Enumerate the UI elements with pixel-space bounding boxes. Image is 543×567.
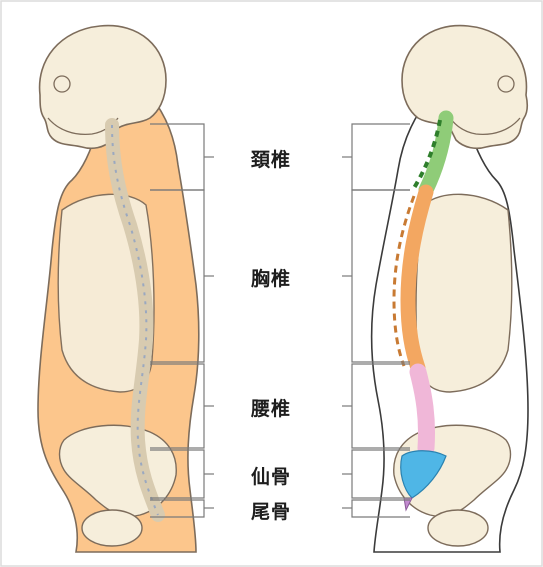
label-thoracic: 胸椎: [236, 264, 306, 291]
label-coccyx: 尾骨: [236, 497, 306, 524]
right-hip-joint: [428, 510, 488, 546]
label-lumbar: 腰椎: [236, 394, 306, 421]
left-hip-joint: [82, 510, 142, 546]
right-ribcage: [416, 194, 512, 392]
right-spine-lumbar: [418, 372, 427, 448]
label-cervical: 頚椎: [236, 145, 306, 172]
label-sacrum: 仙骨: [236, 462, 306, 489]
